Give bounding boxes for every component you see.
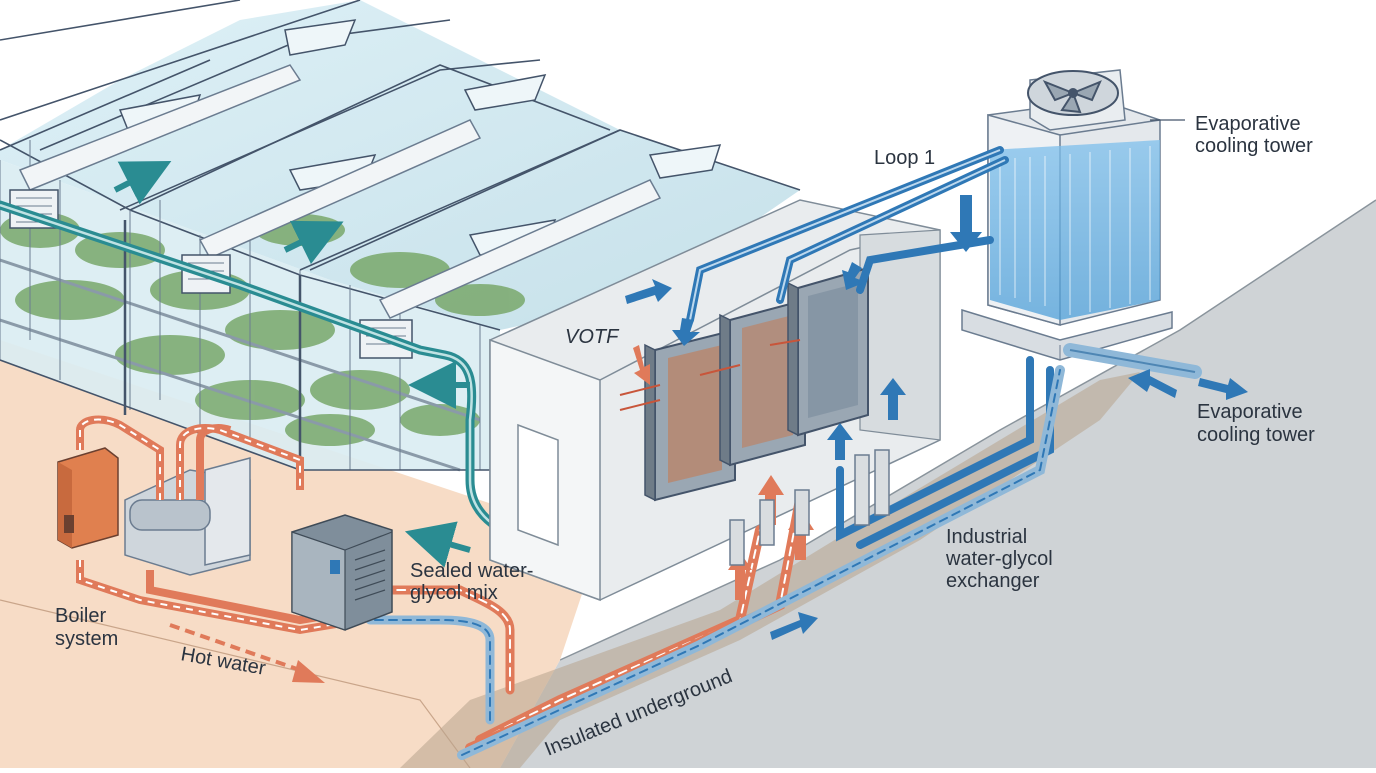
label-loop: Loop 1 xyxy=(874,147,935,169)
svg-text:Evaporative: Evaporative xyxy=(1197,401,1303,423)
svg-text:Sealed water-: Sealed water- xyxy=(410,560,533,582)
underground-pipes xyxy=(365,365,1065,760)
heat-pump-unit xyxy=(291,514,393,631)
svg-text:water-glycol: water-glycol xyxy=(945,548,1053,570)
label-cooling-tower-right: Evaporative cooling tower xyxy=(1197,401,1315,446)
label-boiler: Boiler system xyxy=(55,605,118,650)
trench xyxy=(400,372,1140,768)
heat-exchanger-plate-icon xyxy=(644,328,736,502)
svg-text:exchanger: exchanger xyxy=(946,570,1040,592)
label-exchanger: Industrial water-glycol exchanger xyxy=(945,526,1053,592)
label-votf: VOTF xyxy=(565,326,620,348)
svg-text:cooling tower: cooling tower xyxy=(1197,424,1315,446)
heat-exchanger-plate-icon xyxy=(787,266,869,437)
label-glycol-mix: Sealed water- glycol mix xyxy=(410,560,533,604)
evaporative-cooling-tower xyxy=(961,69,1185,361)
building-door xyxy=(517,423,559,547)
svg-text:cooling tower: cooling tower xyxy=(1195,135,1313,157)
flow-arrow-icon xyxy=(169,623,301,672)
svg-text:system: system xyxy=(55,628,118,650)
ground-edge xyxy=(559,199,1376,661)
label-cooling-tower-top: Evaporative cooling tower xyxy=(1195,113,1313,157)
svg-text:glycol mix: glycol mix xyxy=(410,582,498,604)
svg-text:Boiler: Boiler xyxy=(55,605,106,627)
greenhouse-range xyxy=(0,0,801,472)
flow-arrow-icon xyxy=(113,161,344,265)
flow-arrow-icon xyxy=(625,195,1248,640)
svg-text:Industrial: Industrial xyxy=(946,526,1027,548)
svg-text:Evaporative: Evaporative xyxy=(1195,113,1301,135)
heat-exchanger-plate-icon xyxy=(719,298,806,467)
air-ducts xyxy=(18,64,662,319)
